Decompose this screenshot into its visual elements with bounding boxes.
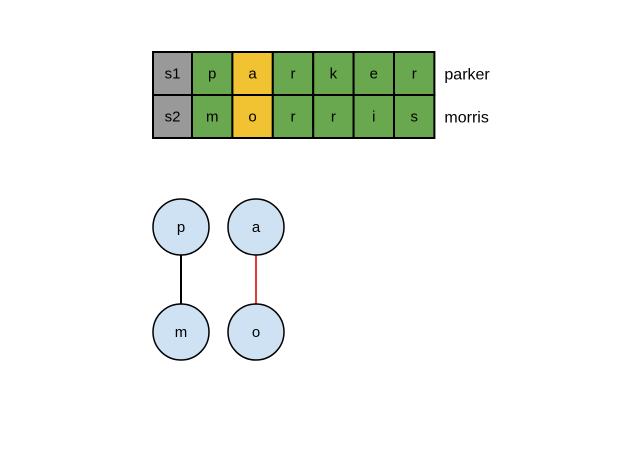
row-label: s1	[165, 66, 181, 83]
char-cell	[393, 94, 436, 139]
row-label: s2	[165, 109, 181, 126]
node-a	[227, 198, 285, 256]
char-cell	[191, 94, 234, 139]
char-label: r	[291, 66, 296, 83]
char-label: o	[248, 109, 256, 126]
char-label: k	[330, 66, 338, 83]
node-label: a	[252, 219, 261, 236]
char-label: s	[410, 109, 418, 126]
char-label: m	[206, 109, 219, 126]
char-label: p	[208, 66, 216, 83]
char-cell	[312, 94, 355, 139]
node-label: p	[177, 219, 185, 236]
node-o	[227, 303, 285, 361]
row-word: morris	[444, 110, 488, 127]
char-label: r	[331, 109, 336, 126]
node-pair-a-o: ao	[227, 198, 285, 361]
char-label: a	[248, 66, 257, 83]
char-label: i	[372, 109, 375, 126]
char-cell	[352, 94, 396, 139]
node-label: o	[252, 324, 260, 341]
node-p	[152, 198, 210, 256]
char-label: r	[412, 66, 417, 83]
highlight-char-cell	[231, 94, 274, 139]
node-label: m	[175, 324, 188, 341]
char-label: r	[291, 109, 296, 126]
node-pair-p-m: pm	[152, 198, 210, 361]
row-label-cell	[152, 94, 193, 139]
row-word: parker	[444, 67, 490, 84]
char-label: e	[370, 66, 378, 83]
node-m	[152, 303, 210, 361]
